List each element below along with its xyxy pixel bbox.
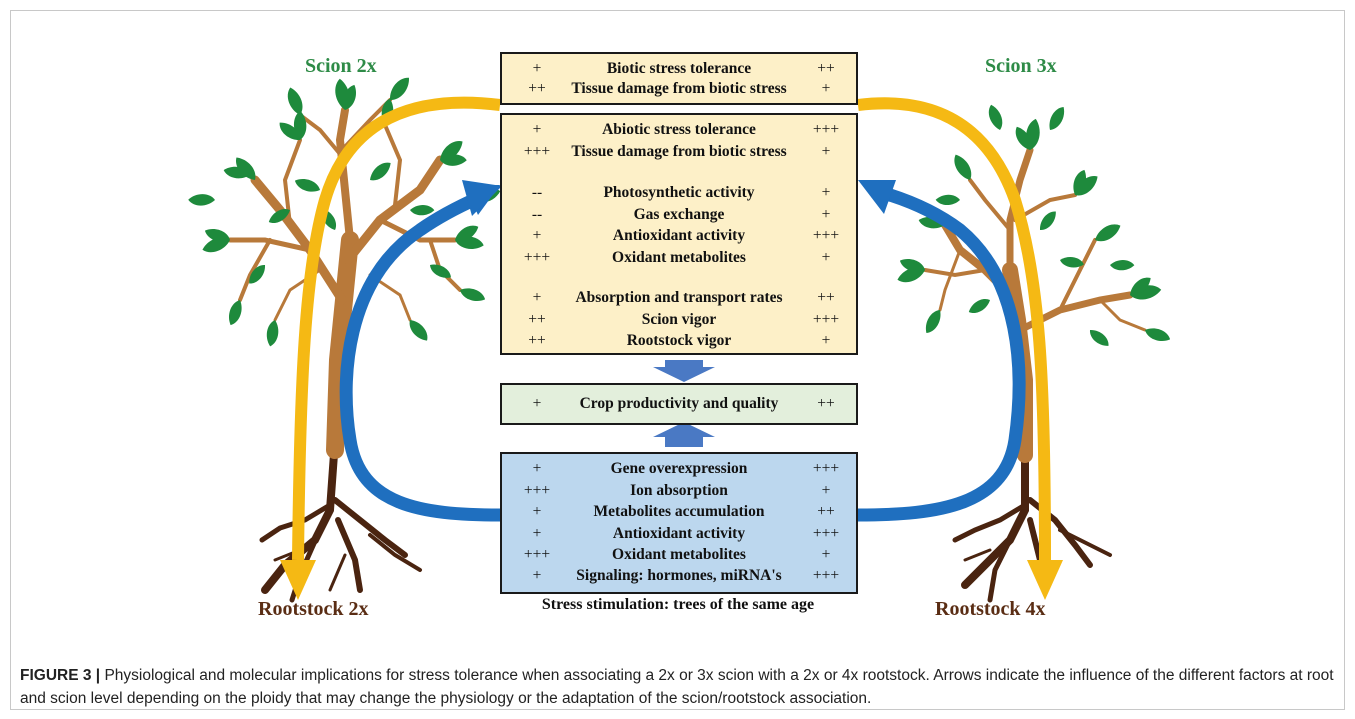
factor-label: Antioxidant activity [612,525,746,542]
crop-row: Crop productivity and quality+++ [502,395,856,417]
left-rating: + [532,525,542,542]
left-rating: +++ [523,482,551,499]
physio-row: Oxidant metabolites++++ [502,249,856,271]
physio-row: Absorption and transport rates+++ [502,289,856,311]
left-rating: + [532,460,542,477]
right-rating: +++ [812,460,840,477]
left-tree-roots [259,436,422,603]
right-tree [895,103,1172,603]
right-rating: + [821,206,831,223]
factor-label: Absorption and transport rates [575,289,783,306]
biotic-row: Biotic stress tolerance+++ [502,60,856,82]
factor-label: Photosynthetic activity [603,184,755,201]
right-rating: + [821,332,831,349]
left-rating: +++ [523,143,551,160]
physio-row: Scion vigor+++++ [502,311,856,333]
right-rating: +++ [812,567,840,584]
physiological-box: Abiotic stress tolerance++++Tissue damag… [500,113,858,355]
right-rating: ++ [817,395,835,412]
left-rating: + [532,567,542,584]
factor-label: Ion absorption [630,482,728,499]
stress-stimulation-label: Stress stimulation: trees of the same ag… [541,596,815,613]
right-rating: +++ [812,121,840,138]
left-rating: -- [531,206,543,223]
molecular-row: Metabolites accumulation+++ [502,503,856,525]
figure-frame [10,10,1345,710]
figure-caption: FIGURE 3 | Physiological and molecular i… [20,664,1340,710]
diagram-canvas [187,74,1172,603]
molecular-box: Gene overexpression++++Ion absorption+++… [500,452,858,594]
right-rating: + [821,80,831,97]
right-rating: +++ [812,525,840,542]
left-rating: ++ [528,311,546,328]
molecular-row: Antioxidant activity++++ [502,525,856,547]
molecular-row: Signaling: hormones, miRNA's++++ [502,567,856,589]
crop-productivity-box: Crop productivity and quality+++ [500,383,858,425]
left-rating: + [532,227,542,244]
right-blue-arrow [857,180,1026,522]
right-rating: ++ [817,503,835,520]
right-rating: + [821,249,831,266]
physio-row: Rootstock vigor+++ [502,332,856,354]
left-rating: ++ [528,80,546,97]
big-up-arrow [653,422,715,447]
factor-label: Rootstock vigor [626,332,732,349]
left-rating: -- [531,184,543,201]
right-rating: ++ [817,60,835,77]
factor-label: Antioxidant activity [612,227,746,244]
physio-row: Antioxidant activity++++ [502,227,856,249]
left-rating: + [532,289,542,306]
molecular-row: Gene overexpression++++ [502,460,856,482]
right-rating: + [821,184,831,201]
molecular-row: Oxidant metabolites++++ [502,546,856,568]
factor-label: Signaling: hormones, miRNA's [576,567,782,584]
physio-row: Abiotic stress tolerance++++ [502,121,856,143]
left-rating: +++ [523,546,551,563]
left-yellow-arrow [280,96,501,600]
caption-text: Physiological and molecular implications… [20,667,1334,707]
factor-label: Tissue damage from biotic stress [571,80,787,97]
biotic-stress-box: Biotic stress tolerance+++Tissue damage … [500,52,858,105]
physio-row: Tissue damage from biotic stress++++ [502,143,856,165]
factor-label: Gene overexpression [610,460,748,477]
rootstock-4x-label: Rootstock 4x [935,598,1046,620]
big-down-arrow [653,360,715,382]
factor-label: Scion vigor [641,311,717,328]
factor-label: Abiotic stress tolerance [602,121,756,138]
molecular-row: Ion absorption++++ [502,482,856,504]
right-rating: + [821,546,831,563]
right-rating: ++ [817,289,835,306]
physio-row: Gas exchange -- + [502,206,856,228]
right-rating: + [821,143,831,160]
right-rating: +++ [812,227,840,244]
right-yellow-arrow [857,97,1063,600]
right-rating: +++ [812,311,840,328]
right-tree-roots [952,446,1112,603]
factor-label: Tissue damage from biotic stress [571,143,787,160]
left-rating: +++ [523,249,551,266]
scion-2x-label: Scion 2x [305,55,377,77]
factor-label: Oxidant metabolites [612,249,746,266]
left-rating: + [532,121,542,138]
left-rating: + [532,60,542,77]
left-blue-arrow [339,180,502,522]
factor-label: Oxidant metabolites [612,546,746,563]
scion-3x-label: Scion 3x [985,55,1057,77]
physio-row: Photosynthetic activity -- + [502,184,856,206]
factor-label: Metabolites accumulation [593,503,765,520]
biotic-row: Tissue damage from biotic stress+++ [502,80,856,102]
left-rating: + [532,395,542,412]
left-rating: ++ [528,332,546,349]
left-rating: + [532,503,542,520]
right-rating: + [821,482,831,499]
factor-label: Biotic stress tolerance [606,60,752,77]
factor-label: Crop productivity and quality [579,395,779,412]
caption-prefix: FIGURE 3 | [20,667,101,684]
factor-label: Gas exchange [633,206,725,223]
rootstock-2x-label: Rootstock 2x [258,598,369,620]
